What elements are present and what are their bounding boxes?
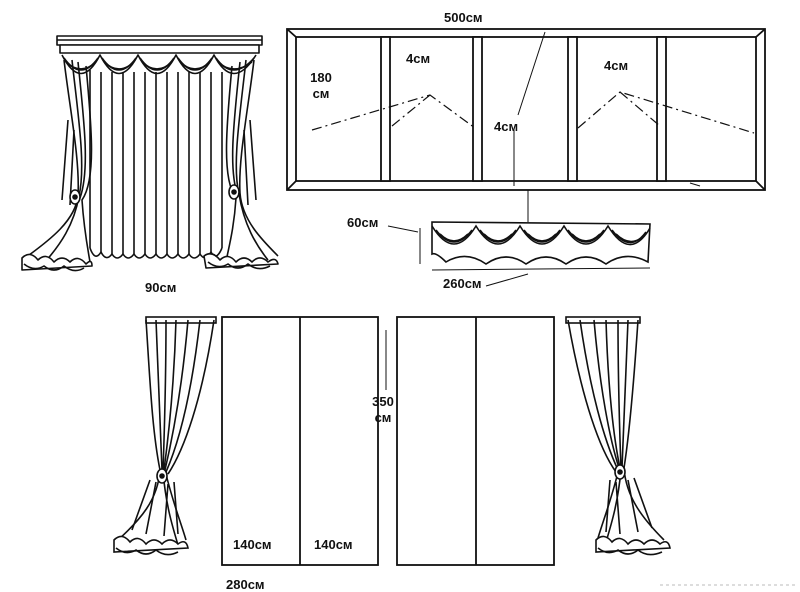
side-width-label: 90см [145, 280, 177, 295]
panel-height-value: 350 [372, 394, 394, 409]
window-height-value: 180 [310, 70, 332, 85]
gap-center-label: 4см [494, 119, 519, 134]
panels-drawing [221, 316, 555, 566]
panel-b-label: 140см [314, 537, 353, 552]
gap-right-label: 4см [604, 58, 629, 73]
left-tieback-drape [113, 316, 217, 556]
window-frame-drawing [286, 28, 766, 191]
gap-left-label: 4см [406, 51, 431, 66]
valance-width-label: 260см [443, 276, 482, 291]
panel-height-label: 350 см [366, 394, 400, 426]
panel-a-label: 140см [233, 537, 272, 552]
valance-height-label: 60см [347, 215, 379, 230]
assembled-curtain-drawing [21, 35, 279, 272]
right-tieback-drape [565, 316, 671, 556]
valance-drawing [387, 190, 651, 287]
window-height-label: 180 см [306, 70, 336, 102]
window-height-unit: см [312, 86, 330, 101]
panel-height-unit: см [374, 410, 392, 425]
window-width-label: 500см [444, 10, 483, 25]
panels-total-label: 280см [226, 577, 265, 592]
